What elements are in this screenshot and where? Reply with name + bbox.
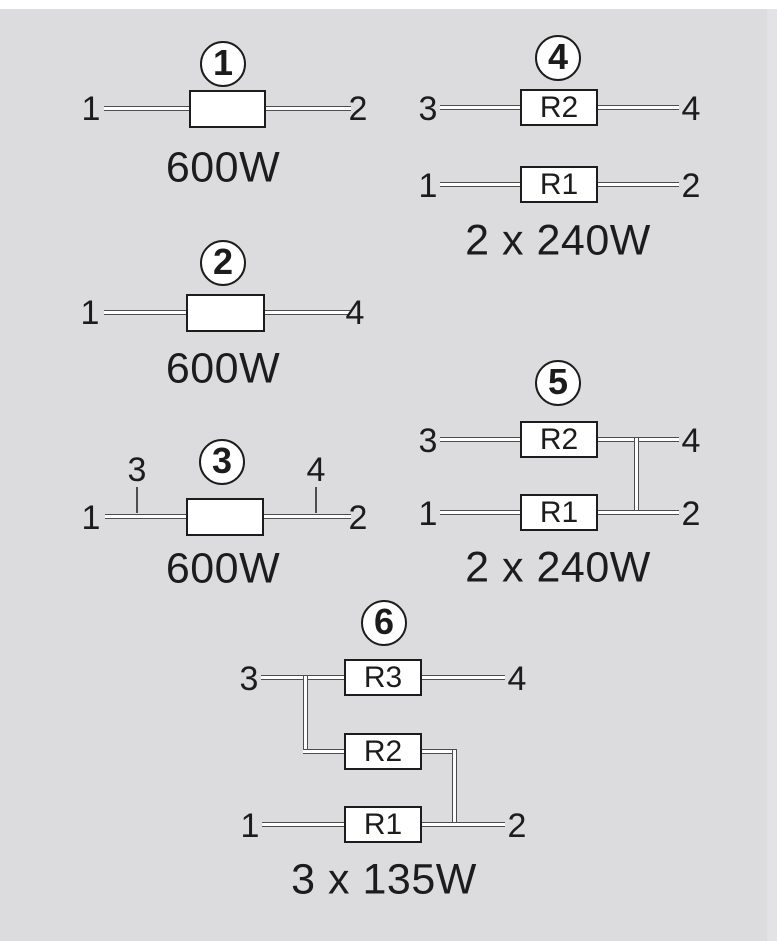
right-margin-strip: [767, 9, 777, 941]
wire: [598, 510, 679, 515]
resistor-label: R1: [539, 495, 579, 529]
terminal-label: 1: [418, 495, 438, 533]
wire: [264, 514, 351, 519]
terminal-label: 1: [80, 294, 100, 332]
terminal-label: 2: [681, 495, 701, 533]
wattage-label: 600W: [165, 143, 281, 192]
circuit-number-badge: 1: [200, 41, 246, 87]
tap-tick: [315, 487, 317, 513]
terminal-label: 3: [239, 660, 259, 698]
top-margin-strip: [0, 0, 777, 9]
resistor-box: R2: [520, 89, 598, 126]
wire: [266, 106, 351, 111]
circuit-number-badge: 6: [361, 600, 407, 646]
resistor-label: R3: [363, 660, 403, 694]
resistor-box: R3: [344, 659, 422, 696]
wattage-label: 600W: [165, 544, 281, 593]
wire: [104, 106, 190, 111]
terminal-label: 2: [681, 167, 701, 205]
circuit-number-badge: 4: [535, 35, 581, 81]
circuit-number-badge: 5: [535, 360, 581, 406]
wattage-label: 600W: [165, 344, 281, 393]
terminal-label: 4: [507, 660, 527, 698]
branch-wire: [303, 676, 308, 754]
terminal-label: 4: [681, 422, 701, 460]
wattage-label: 2 x 240W: [465, 543, 651, 592]
terminal-label: 4: [681, 90, 701, 128]
wire: [265, 310, 350, 315]
tap-label: 4: [306, 451, 326, 489]
tap-label: 3: [127, 451, 147, 489]
resistor-box: [186, 498, 264, 536]
resistor-label: R1: [363, 807, 403, 841]
terminal-label: 1: [240, 807, 260, 845]
terminal-label: 3: [418, 90, 438, 128]
wire: [105, 514, 186, 519]
circuit-number-badge: 3: [199, 439, 245, 485]
resistor-label: R2: [539, 90, 579, 124]
resistor-label: R2: [363, 734, 403, 768]
resistor-box: R1: [520, 494, 598, 531]
terminal-label: 1: [81, 499, 101, 537]
wire: [422, 822, 505, 827]
wire: [262, 822, 344, 827]
wattage-label: 3 x 135W: [291, 855, 477, 904]
resistor-box: [189, 90, 266, 128]
wire: [261, 675, 344, 680]
wire: [598, 105, 679, 110]
circuit-number-badge: 2: [200, 240, 246, 286]
wire: [422, 675, 505, 680]
terminal-label: 2: [348, 90, 368, 128]
bridge-wire: [634, 438, 639, 515]
wire: [598, 182, 679, 187]
resistor-label: R1: [539, 167, 579, 201]
wire: [303, 749, 344, 754]
terminal-label: 1: [418, 167, 438, 205]
resistor-box: R2: [520, 421, 598, 458]
terminal-label: 2: [348, 499, 368, 537]
branch-wire: [452, 750, 457, 827]
wire: [598, 437, 679, 442]
wire: [104, 310, 186, 315]
resistor-box: R1: [344, 806, 422, 843]
terminal-label: 1: [81, 90, 101, 128]
tap-tick: [136, 487, 138, 513]
wire: [440, 182, 520, 187]
resistor-box: R2: [344, 733, 422, 770]
terminal-label: 2: [507, 807, 527, 845]
wire: [440, 510, 520, 515]
resistor-box: [186, 294, 265, 332]
resistor-label: R2: [539, 422, 579, 456]
wattage-label: 2 x 240W: [465, 216, 651, 265]
resistor-box: R1: [520, 166, 598, 203]
wire: [422, 749, 457, 754]
wire: [440, 437, 520, 442]
terminal-label: 3: [418, 422, 438, 460]
wire: [440, 105, 520, 110]
terminal-label: 4: [345, 294, 365, 332]
